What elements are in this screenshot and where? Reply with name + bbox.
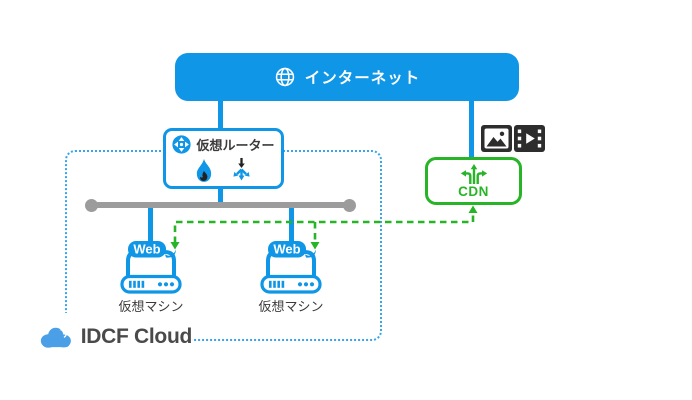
cloud-icon (40, 327, 71, 348)
server-icon: Web (120, 241, 182, 294)
web-server-1: Web 仮想マシン (106, 240, 196, 315)
link-router-segment (218, 186, 223, 204)
network-segment-bar (88, 202, 353, 208)
idcf-cloud-logo: IDCF Cloud (40, 313, 192, 361)
link-internet-router (218, 99, 223, 129)
video-icon (514, 125, 545, 152)
cdn-branch-arrows-icon (460, 164, 487, 185)
virtual-router-icon (172, 134, 192, 154)
web-badge: Web (133, 242, 160, 257)
image-icon (481, 125, 512, 152)
cdn-label: CDN (458, 184, 489, 200)
internet-label: インターネット (304, 70, 421, 87)
globe-icon (275, 67, 294, 87)
segment-endpoint-left (85, 199, 98, 212)
web-badge: Web (273, 242, 300, 257)
internet-node: インターネット (175, 53, 519, 101)
link-segment-server1 (148, 202, 153, 246)
server-icon: Web (260, 241, 322, 294)
link-internet-cdn (469, 99, 474, 158)
web-server-2: Web 仮想マシン (246, 240, 336, 315)
idcf-cloud-brand: IDCF Cloud (80, 325, 193, 348)
server-label: 仮想マシン (118, 299, 184, 314)
virtual-router-label: 仮想ルーター (196, 137, 275, 153)
segment-endpoint-right (343, 199, 356, 212)
virtual-router-node: 仮想ルーター (163, 128, 284, 189)
cdn-node: CDN (425, 157, 522, 205)
server-label: 仮想マシン (258, 299, 324, 314)
firewall-flame-icon (196, 158, 211, 182)
load-balancer-icon (232, 157, 250, 180)
